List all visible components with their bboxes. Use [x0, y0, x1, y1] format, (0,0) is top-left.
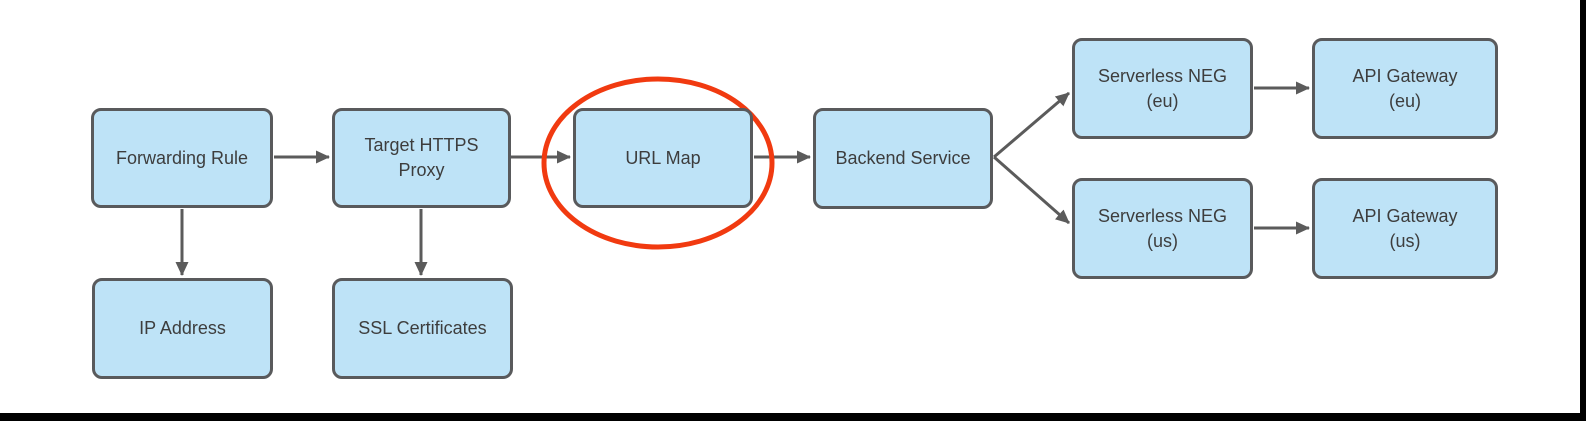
node-sublabel: Proxy [398, 160, 445, 180]
node-ip-address: IP Address [92, 278, 273, 379]
node-label: IP Address [139, 318, 226, 338]
edge-backend-service-to-serverless-neg-us [993, 155, 1070, 225]
node-label: Backend Service [835, 148, 971, 168]
node-sublabel: (eu) [1388, 90, 1421, 111]
node-label: Serverless NEG [1097, 65, 1228, 86]
node-label: API Gateway [1352, 65, 1458, 86]
node-label: URL Map [625, 147, 701, 168]
node-target-https-proxy: Target HTTPS Proxy [332, 108, 511, 208]
node-sublabel: (eu) [1146, 90, 1179, 111]
node-sublabel: (us) [1147, 230, 1178, 251]
edge-backend-service-to-serverless-neg-eu [993, 91, 1070, 159]
node-backend-service: Backend Service [813, 108, 993, 209]
node-serverless-neg-eu: Serverless NEG (eu) [1072, 38, 1253, 139]
node-forwarding-rule: Forwarding Rule [91, 108, 273, 208]
node-ssl-certificates: SSL Certificates [332, 278, 513, 379]
node-label: Target HTTPS [364, 135, 479, 155]
node-api-gateway-us: API Gateway (us) [1312, 178, 1498, 279]
node-url-map: URL Map [573, 108, 753, 208]
node-serverless-neg-us: Serverless NEG (us) [1072, 178, 1253, 279]
node-label: API Gateway [1352, 205, 1458, 226]
node-label: Serverless NEG [1097, 205, 1228, 226]
node-label: Forwarding Rule [115, 147, 249, 168]
frame-border-bottom [0, 413, 1586, 421]
node-api-gateway-eu: API Gateway (eu) [1312, 38, 1498, 139]
frame-border-right [1580, 0, 1586, 421]
node-label: SSL Certificates [358, 318, 487, 338]
node-sublabel: (us) [1389, 230, 1421, 251]
